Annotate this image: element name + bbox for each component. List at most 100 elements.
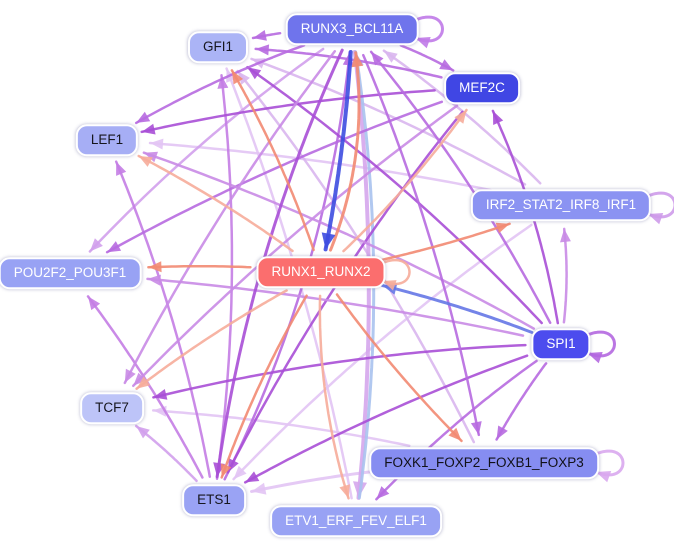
edge-arrow xyxy=(88,296,101,311)
edge-RUNX3_BCL11A-FOXK1_FOXP2_FOXB1_FOXP3 xyxy=(362,53,481,437)
edge-MEF2C-LEF1 xyxy=(140,89,436,134)
edge-arrow xyxy=(133,372,147,386)
edge-arrow xyxy=(439,59,454,71)
edge-FOXK1_FOXP2_FOXB1_FOXP3-TCF7 xyxy=(151,409,411,448)
edge-arrow xyxy=(321,232,336,250)
edge-ETS1-POU2F2_POU3F1 xyxy=(86,295,204,479)
edge-RUNX3_BCL11A-POU2F2_POU3F1 xyxy=(88,47,325,253)
edge-FOXK1_FOXP2_FOXB1_FOXP3-ETS1 xyxy=(250,470,375,493)
node-ETS1[interactable]: ETS1 xyxy=(182,484,246,516)
node-GFI1[interactable]: GFI1 xyxy=(187,31,249,63)
edge-arrow xyxy=(147,274,161,286)
edge-SPI1-LEF1 xyxy=(142,151,536,330)
edge-arrow xyxy=(138,156,153,167)
node-MEF2C[interactable]: MEF2C xyxy=(444,72,520,104)
node-RUNX1_RUNX2[interactable]: RUNX1_RUNX2 xyxy=(256,256,386,288)
edge-MEF2C-POU2F2_POU3F1 xyxy=(105,100,444,254)
edge-arrow xyxy=(245,471,260,483)
edge-arrow xyxy=(217,75,229,89)
edge-loop-RUNX1_RUNX2 xyxy=(381,258,411,286)
edge-FOXK1_FOXP2_FOXB1_FOXP3-GFI1 xyxy=(236,69,476,444)
node-label: ETV1_ERF_FEV_ELF1 xyxy=(285,513,427,529)
edge-arrow xyxy=(231,70,244,85)
edge-ETS1-LEF1 xyxy=(114,160,212,478)
edge-arrow xyxy=(233,465,247,480)
edge-RUNX1_RUNX2-IRF2_STAT2_IRF8_IRF1 xyxy=(381,222,511,262)
edge-arrow xyxy=(253,30,267,41)
edge-RUNX3_BCL11A-TCF7 xyxy=(123,50,337,385)
edge-arrow xyxy=(227,458,239,473)
edge-SPI1-ETS1 xyxy=(243,354,529,484)
edge-SPI1-IRF2_STAT2_IRF8_IRF1 xyxy=(562,227,568,324)
edge-arrow xyxy=(470,421,482,435)
edge-loop-FOXK1_FOXP2_FOXB1_FOXP3 xyxy=(594,449,625,477)
edge-arrow xyxy=(141,123,156,135)
node-label: RUNX1_RUNX2 xyxy=(271,264,371,280)
edge-loop-IRF2_STAT2_IRF8_IRF1 xyxy=(646,191,674,219)
edge-ETS1-TCF7 xyxy=(134,424,198,483)
node-label: LEF1 xyxy=(90,132,124,148)
edge-SPI1-POU2F2_POU3F1 xyxy=(146,277,525,337)
edge-arrow xyxy=(89,238,103,252)
edge-arrow xyxy=(376,486,390,500)
edge-RUNX1_RUNX2-RUNX3_BCL11A xyxy=(329,51,361,252)
node-label: SPI1 xyxy=(546,336,576,352)
edge-arrow xyxy=(496,425,508,440)
edge-arrow xyxy=(148,261,162,273)
edge-arrow xyxy=(415,37,431,49)
edge-SPI1-RUNX1_RUNX2 xyxy=(380,284,534,334)
edge-arrow xyxy=(136,426,150,439)
edge-arrow xyxy=(587,352,603,364)
node-label: GFI1 xyxy=(202,39,234,55)
edge-arrow xyxy=(255,44,270,56)
node-LEF1[interactable]: LEF1 xyxy=(75,124,139,156)
edge-arrow xyxy=(247,67,262,80)
edge-RUNX1_RUNX2-ETS1 xyxy=(220,294,308,479)
edge-IRF2_STAT2_IRF8_IRF1-GFI1 xyxy=(250,57,527,186)
edge-RUNX1_RUNX2-MEF2C xyxy=(342,108,468,253)
edge-arrow xyxy=(454,110,467,124)
edge-arrow xyxy=(136,376,151,389)
node-ETV1_ERF_FEV_ELF1[interactable]: ETV1_ERF_FEV_ELF1 xyxy=(270,505,442,537)
edge-arrow xyxy=(596,471,612,483)
edge-RUNX3_BCL11A-RUNX1_RUNX2 xyxy=(323,50,353,252)
edge-arrow xyxy=(371,51,384,66)
edge-arrow xyxy=(351,52,364,68)
node-label: ETS1 xyxy=(197,492,231,508)
edge-RUNX1_RUNX2-ETV1_ERF_FEV_ELF1 xyxy=(318,294,350,500)
edge-RUNX3_BCL11A-LEF1 xyxy=(134,44,306,125)
edge-SPI1-FOXK1_FOXP2_FOXB1_FOXP3 xyxy=(495,362,548,441)
node-POU2F2_POU3F1[interactable]: POU2F2_POU3F1 xyxy=(0,257,142,289)
edge-arrow xyxy=(448,427,462,441)
edge-loop-RUNX3_BCL11A xyxy=(414,15,444,43)
node-label: IRF2_STAT2_IRF8_IRF1 xyxy=(485,197,637,213)
edge-RUNX1_RUNX2-POU2F2_POU3F1 xyxy=(147,264,252,269)
edge-arrow xyxy=(150,138,164,150)
node-SPI1[interactable]: SPI1 xyxy=(531,328,591,360)
edge-arrow xyxy=(237,71,250,85)
edge-arrow xyxy=(560,228,571,243)
edge-arrow xyxy=(153,389,168,400)
node-label: RUNX3_BCL11A xyxy=(300,21,404,37)
node-label: MEF2C xyxy=(459,80,505,96)
edge-arrow xyxy=(648,213,664,225)
node-IRF2_STAT2_IRF8_IRF1[interactable]: IRF2_STAT2_IRF8_IRF1 xyxy=(470,189,652,221)
edge-arrow xyxy=(220,463,232,478)
node-RUNX3_BCL11A[interactable]: RUNX3_BCL11A xyxy=(285,13,419,45)
edge-RUNX1_RUNX2-GFI1 xyxy=(230,69,315,252)
edge-arrow xyxy=(382,280,397,291)
edge-arrow xyxy=(383,50,398,63)
node-FOXK1_FOXP2_FOXB1_FOXP3[interactable]: FOXK1_FOXP2_FOXB1_FOXP3 xyxy=(369,447,599,479)
edge-ETS1-GFI1 xyxy=(215,74,234,481)
edge-loop-SPI1 xyxy=(586,330,616,358)
edge-SPI1-GFI1 xyxy=(246,65,543,325)
edge-SPI1-TCF7 xyxy=(152,343,527,399)
edge-arrow xyxy=(124,368,136,383)
node-TCF7[interactable]: TCF7 xyxy=(80,392,144,424)
edge-IRF2_STAT2_IRF8_IRF1-LEF1 xyxy=(148,141,492,192)
edge-RUNX1_RUNX2-FOXK1_FOXP2_FOXB1_FOXP3 xyxy=(335,293,463,443)
edge-SPI1-RUNX3_BCL11A xyxy=(369,50,552,325)
edge-arrow xyxy=(339,484,350,499)
